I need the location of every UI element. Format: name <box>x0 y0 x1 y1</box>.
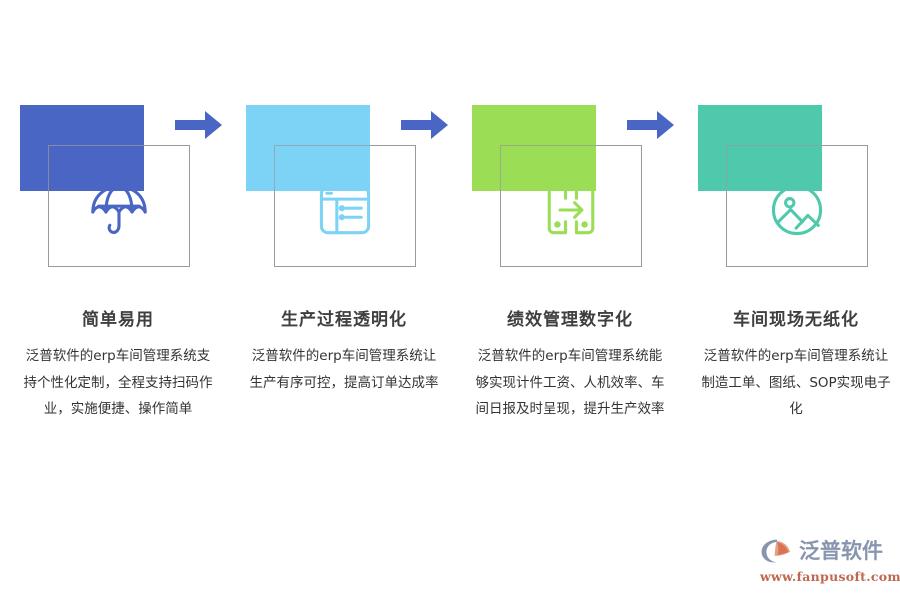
color-block <box>472 105 596 191</box>
process-arrow <box>627 110 675 140</box>
card-text: 简单易用 泛普软件的erp车间管理系统支持个性化定制，全程支持扫码作业，实施便捷… <box>15 310 221 422</box>
overlap-wash <box>274 145 370 191</box>
fanpu-logo-mark-icon <box>760 538 794 564</box>
color-block <box>698 105 822 191</box>
card-visual <box>246 105 442 270</box>
overlap-wash <box>500 145 596 191</box>
overlap-wash <box>48 145 144 191</box>
process-arrow <box>401 110 449 140</box>
card-title: 车间现场无纸化 <box>733 310 859 330</box>
card-visual <box>698 105 894 270</box>
feature-card: 车间现场无纸化 泛普软件的erp车间管理系统让制造工单、图纸、SOP实现电子化 <box>698 105 894 417</box>
logo-mark-glyph <box>761 539 790 563</box>
card-title: 绩效管理数字化 <box>507 310 633 330</box>
arrow-right-icon <box>401 111 448 139</box>
card-description: 泛普软件的erp车间管理系统支持个性化定制，全程支持扫码作业，实施便捷、操作简单 <box>23 348 213 418</box>
card-description: 泛普软件的erp车间管理系统能够实现计件工资、人机效率、车间日报及时呈现，提升生… <box>475 348 665 418</box>
feature-card: 简单易用 泛普软件的erp车间管理系统支持个性化定制，全程支持扫码作业，实施便捷… <box>20 105 216 417</box>
transfer-arrow-icon <box>528 167 614 253</box>
arrow-right-icon <box>627 111 674 139</box>
logo-wordmark: 泛普软件 <box>799 538 883 563</box>
overlap-wash <box>726 145 822 191</box>
logo-row: 泛普软件 <box>760 538 890 564</box>
umbrella-icon <box>76 167 162 253</box>
card-title: 简单易用 <box>82 310 154 330</box>
card-visual <box>20 105 216 270</box>
card-visual <box>472 105 668 270</box>
card-title: 生产过程透明化 <box>281 310 407 330</box>
color-block <box>246 105 370 191</box>
process-arrow <box>175 110 223 140</box>
feature-card: 绩效管理数字化 泛普软件的erp车间管理系统能够实现计件工资、人机效率、车间日报… <box>472 105 668 417</box>
card-description: 泛普软件的erp车间管理系统让生产有序可控，提高订单达成率 <box>249 348 439 391</box>
card-text: 绩效管理数字化 泛普软件的erp车间管理系统能够实现计件工资、人机效率、车间日报… <box>467 310 673 422</box>
card-text: 车间现场无纸化 泛普软件的erp车间管理系统让制造工单、图纸、SOP实现电子化 <box>693 310 899 422</box>
outline-frame <box>48 145 190 267</box>
list-document-glyph <box>319 185 371 235</box>
arrow-right-icon <box>175 111 222 139</box>
feature-card: 生产过程透明化 泛普软件的erp车间管理系统让生产有序可控，提高订单达成率 <box>246 105 442 391</box>
list-document-icon <box>302 167 388 253</box>
umbrella-glyph <box>91 185 147 234</box>
outline-frame <box>726 145 868 267</box>
transfer-arrow-glyph <box>547 185 595 235</box>
brand-logo: 泛普软件 www.fanpusoft.com <box>760 538 900 586</box>
logo-url: www.fanpusoft.com <box>760 569 900 584</box>
image-photo-icon <box>754 167 840 253</box>
image-photo-glyph <box>771 184 823 236</box>
color-block <box>20 105 144 191</box>
card-text: 生产过程透明化 泛普软件的erp车间管理系统让生产有序可控，提高订单达成率 <box>241 310 447 396</box>
card-description: 泛普软件的erp车间管理系统让制造工单、图纸、SOP实现电子化 <box>701 348 891 418</box>
outline-frame <box>274 145 416 267</box>
outline-frame <box>500 145 642 267</box>
